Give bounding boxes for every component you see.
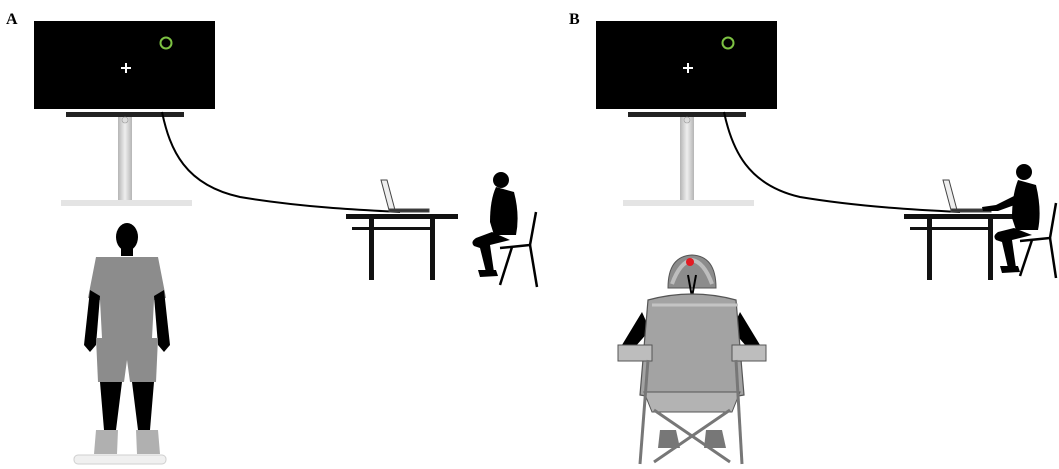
balance-board — [73, 454, 167, 465]
panel-a: A — [6, 11, 539, 465]
target-ring-a — [159, 36, 173, 50]
seated-participant-b — [617, 254, 767, 465]
cable-b — [723, 111, 961, 213]
chair-b — [1018, 202, 1058, 279]
desk-a — [346, 214, 458, 280]
panel-b-label: B — [569, 11, 580, 28]
chair-a — [498, 211, 539, 288]
cable-a — [161, 111, 401, 213]
monitor-stand-b — [623, 112, 754, 206]
fixation-cross-a — [121, 63, 131, 73]
fixation-cross-b — [683, 63, 693, 73]
panel-a-label: A — [6, 11, 18, 28]
panel-b: B — [569, 11, 1058, 465]
monitor-screen-a — [34, 21, 215, 109]
monitor-a — [34, 21, 215, 109]
desk-b — [904, 214, 1016, 280]
monitor-b — [596, 21, 777, 109]
laptop-a — [380, 179, 430, 213]
seated-experimenter-b — [982, 164, 1040, 273]
monitor-stand-a — [61, 112, 192, 206]
standing-participant — [84, 223, 170, 454]
seated-experimenter-a — [472, 172, 518, 277]
target-ring-b — [721, 36, 735, 50]
monitor-screen-b — [596, 21, 777, 109]
helmet — [667, 254, 717, 289]
helmet-marker — [686, 258, 694, 266]
